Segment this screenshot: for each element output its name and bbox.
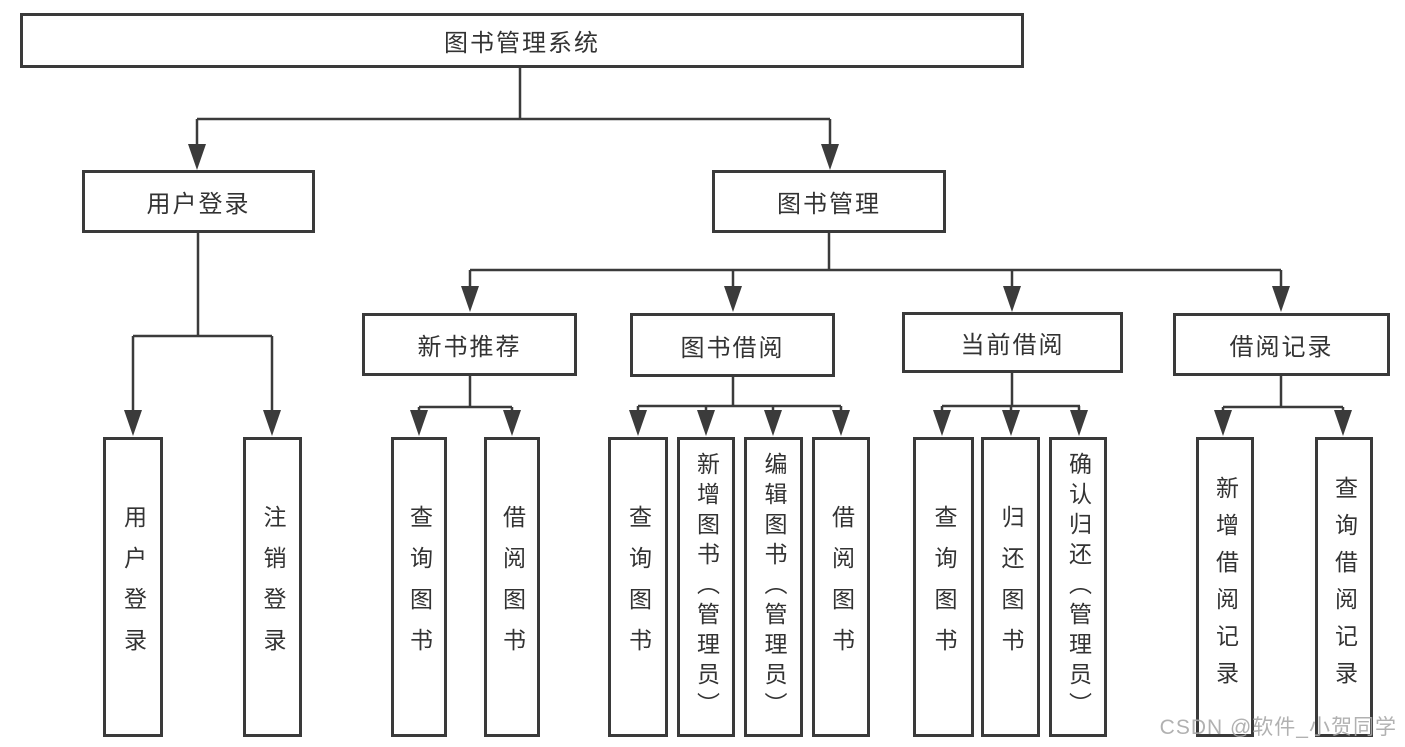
node-book-borrow: 图书借阅 xyxy=(630,313,835,377)
leaf-user-login: 用户登录 xyxy=(103,437,163,737)
leaf-add-books-admin: 新增图书（管理员） xyxy=(677,437,735,737)
node-new-book-recommend: 新书推荐 xyxy=(362,313,577,376)
node-current-borrow: 当前借阅 xyxy=(902,312,1123,373)
leaf-confirm-return-admin: 确认归还（管理员） xyxy=(1049,437,1107,737)
leaf-edit-books-admin: 编辑图书（管理员） xyxy=(744,437,803,737)
leaf-add-borrow-record: 新增借阅记录 xyxy=(1196,437,1254,737)
node-book-management: 图书管理 xyxy=(712,170,946,233)
leaf-return-books: 归还图书 xyxy=(981,437,1040,737)
leaf-query-borrow-record: 查询借阅记录 xyxy=(1315,437,1373,737)
arrowheads xyxy=(124,144,1352,436)
leaf-borrow-books: 借阅图书 xyxy=(812,437,870,737)
leaf-query-books-borrow: 查询图书 xyxy=(608,437,668,737)
leaf-borrow-books-recommend: 借阅图书 xyxy=(484,437,540,737)
leaf-query-books-current: 查询图书 xyxy=(913,437,974,737)
csdn-watermark: CSDN @软件_小贺同学 xyxy=(1159,716,1397,739)
node-borrow-records: 借阅记录 xyxy=(1173,313,1390,376)
node-library-management-system: 图书管理系统 xyxy=(20,13,1024,68)
node-user-login: 用户登录 xyxy=(82,170,315,233)
leaf-query-books-recommend: 查询图书 xyxy=(391,437,447,737)
leaf-logout: 注销登录 xyxy=(243,437,302,737)
